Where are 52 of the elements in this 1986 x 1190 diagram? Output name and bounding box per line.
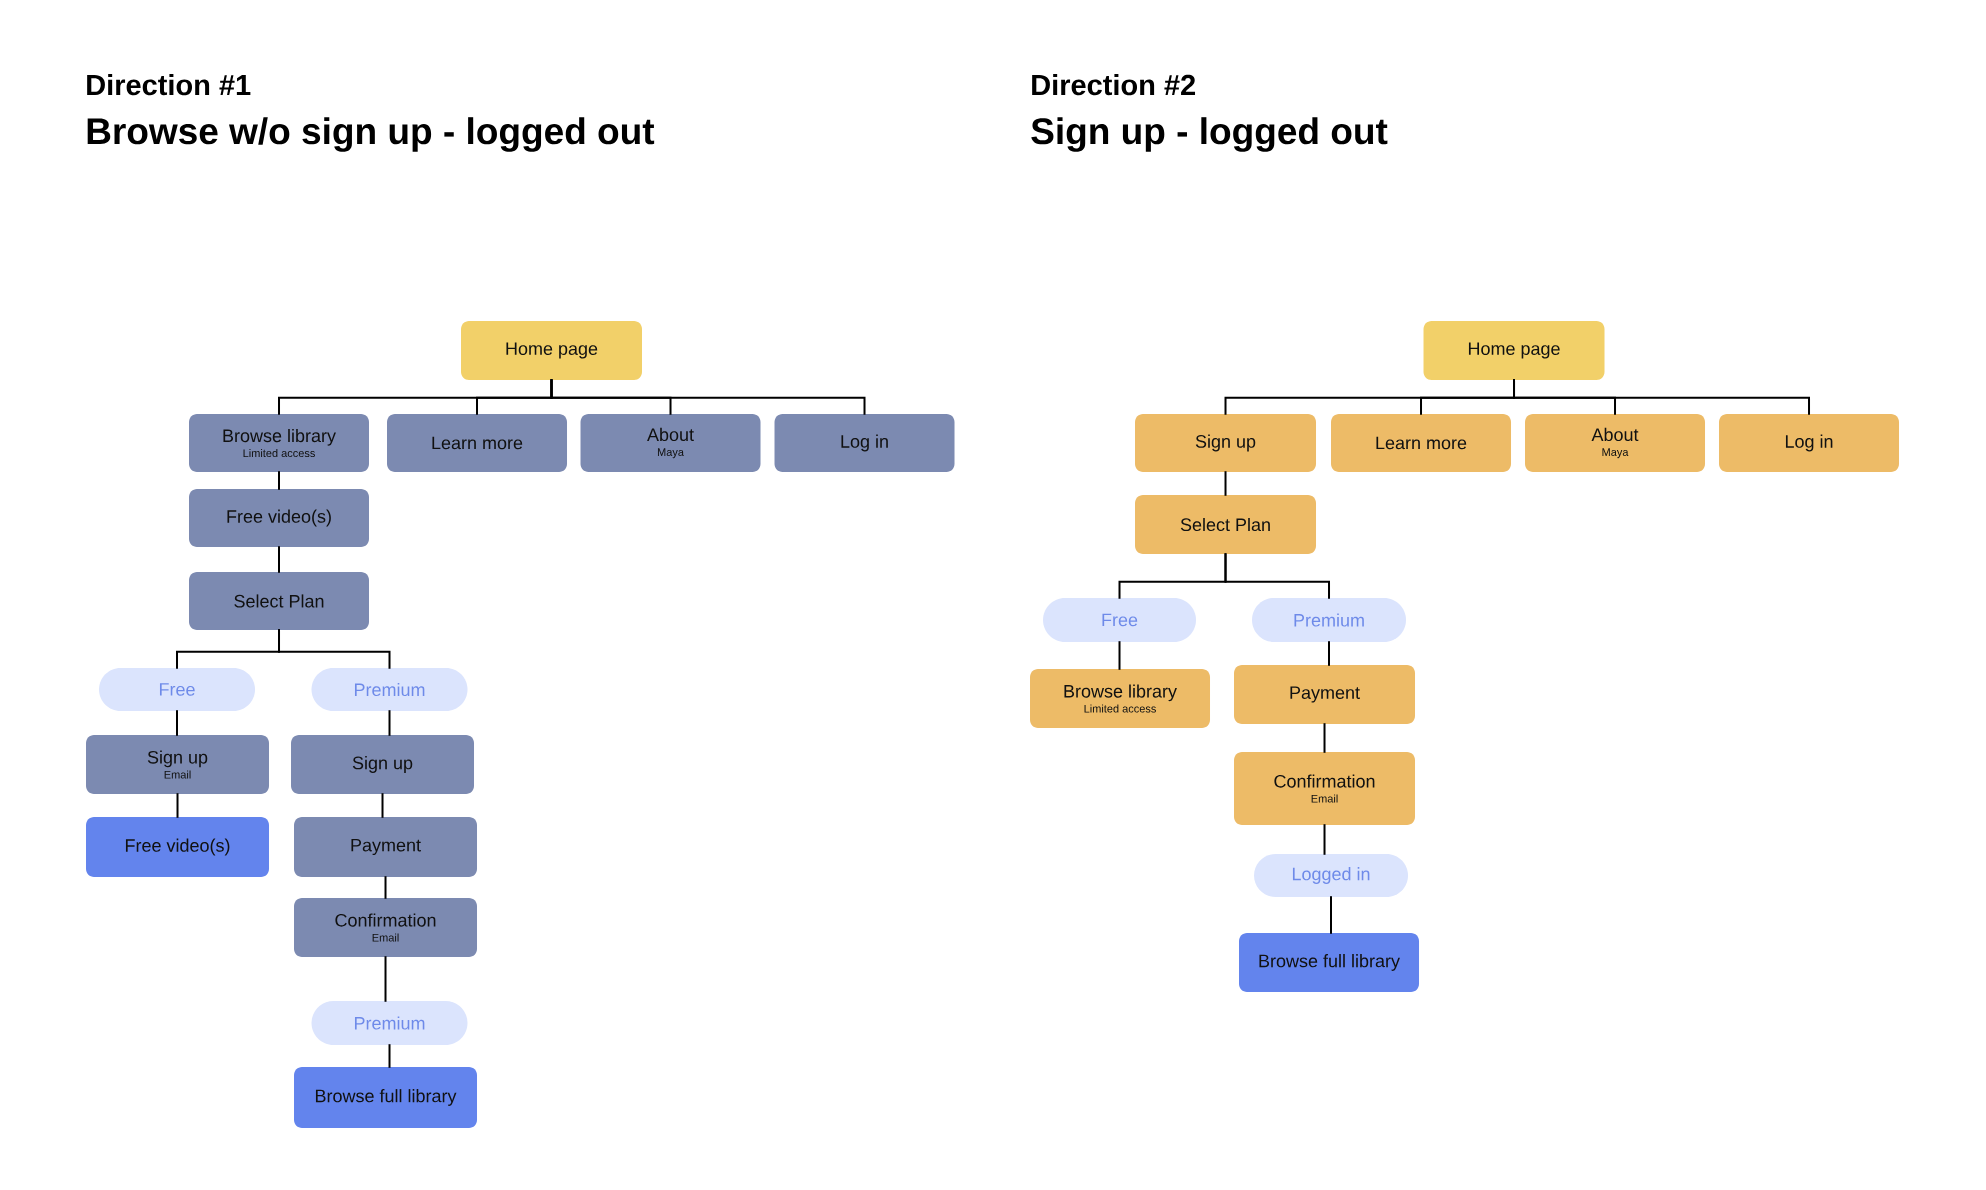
connector-line [388,1044,391,1068]
page-box: Free video(s) [189,489,369,547]
page-box: Learn more [387,414,567,472]
page-box: Browse full library [294,1067,477,1128]
connector-line [381,793,384,818]
section-label: Direction #2 [1032,74,1195,96]
section-title: Sign up - logged out [1031,117,1388,152]
page-box: Payment [1234,665,1415,724]
tag-pill: Premium [311,1001,468,1045]
tag-pill: Free [1043,598,1196,642]
page-box: Browse library Limited access [189,414,369,472]
connector-line [176,793,179,818]
connector-line [1513,379,1810,415]
page-box: Sign up Email [86,735,269,794]
tag-pill: Premium [1252,598,1406,642]
connector-line [550,379,866,415]
page-box: Payment [294,817,477,877]
connector-line [1224,553,1330,599]
connector-line [1323,723,1326,753]
page-box: Select Plan [189,572,369,630]
connector-line [384,876,387,899]
page-box: Home page [1423,321,1605,380]
connector-line [278,546,280,573]
tag-pill: Premium [311,668,468,711]
page-box: Sign up [291,735,474,794]
tag-pill: Free [99,668,255,711]
connector-line [1224,471,1227,496]
tag-pill: Logged in [1254,854,1408,897]
page-box: Browse full library [1239,933,1419,992]
connector-line [278,471,280,490]
page-box: Log in [774,414,955,472]
section-label: Direction #1 [87,74,251,96]
page-box: Log in [1719,414,1899,472]
page-box: Home page [461,321,642,380]
page-box: Confirmation Email [294,898,477,957]
connector-line [1328,641,1330,666]
page-box: Browse library Limited access [1030,669,1210,728]
connector-line [1118,641,1121,670]
section-title: Browse w/o sign up - logged out [87,117,655,152]
connector-line [1330,896,1332,934]
page-box: Select Plan [1135,495,1316,554]
page-box: Confirmation Email [1234,752,1415,825]
page-box: Learn more [1331,414,1511,472]
page-box: Sign up [1135,414,1316,472]
page-box: About Maya [1525,414,1705,472]
connector-line [176,710,178,736]
page-box: About Maya [580,414,761,472]
page-box: Free video(s) [86,817,269,877]
connector-line [1323,824,1326,855]
connector-line [384,956,387,1002]
connector-line [278,629,391,669]
connector-line [388,710,391,736]
